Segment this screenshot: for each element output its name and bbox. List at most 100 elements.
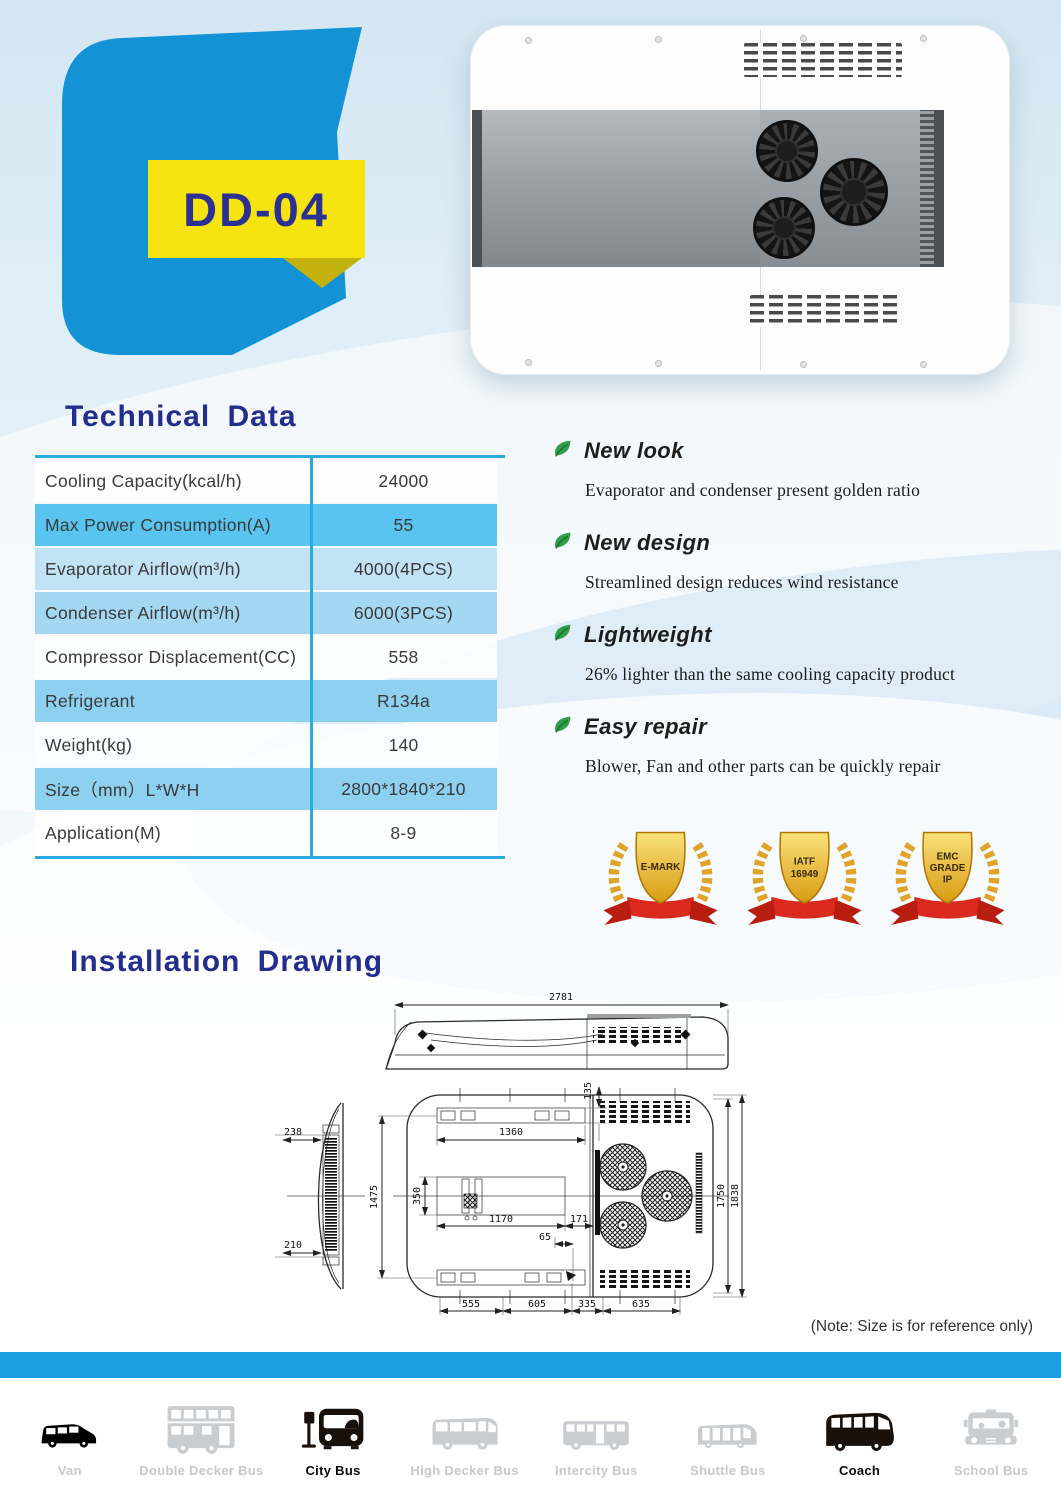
dim-335: 335 (578, 1299, 596, 1310)
ribbon-tail (890, 899, 919, 925)
screw (655, 36, 662, 43)
vehicle-city-bus: City Bus (267, 1392, 399, 1478)
dim-171: 171 (570, 1214, 588, 1225)
laurel-wreath (608, 842, 629, 908)
table-row: Cooling Capacity(kcal/h) 24000 (35, 460, 497, 502)
table-column-divider (310, 458, 313, 856)
coach-icon (825, 1412, 894, 1452)
feature-item: Lightweight 26% lighter than the same co… (552, 622, 1057, 685)
certification-badge-emark: E-MARK (603, 831, 718, 925)
spec-value: 55 (393, 514, 414, 535)
spec-label: Refrigerant (45, 690, 135, 711)
vehicle-school-bus: School Bus (925, 1392, 1057, 1478)
certification-badges: E-MARK IATF 16949 EMC GRADE IP (598, 818, 1010, 930)
vehicle-high-decker-bus: High Decker Bus (399, 1392, 531, 1478)
dim-555: 555 (462, 1299, 480, 1310)
unit-condenser-coil (920, 110, 934, 267)
vehicle-label: School Bus (953, 1463, 1029, 1478)
screw (920, 35, 927, 42)
feature-description: Streamlined design reduces wind resistan… (585, 572, 899, 592)
shuttle-bus-icon (697, 1424, 757, 1449)
badge-label: IP (943, 874, 953, 885)
feature-list: New look Evaporator and condenser presen… (552, 438, 1057, 806)
condenser-fan (820, 158, 888, 226)
badge-label: E-MARK (641, 862, 681, 873)
size-note: (Note: Size is for reference only) (810, 1318, 1033, 1335)
dim-210: 210 (284, 1240, 302, 1251)
school-bus-icon (964, 1409, 1019, 1445)
table-row: Refrigerant R134a (35, 680, 497, 722)
spec-value: R134a (376, 690, 431, 711)
ribbon-tail (689, 899, 718, 925)
ribbon (627, 896, 694, 919)
spec-label: Size（mm）L*W*H (45, 779, 200, 800)
dim-1750: 1750 (716, 1184, 727, 1208)
feature-item: New design Streamlined design reduces wi… (552, 530, 1057, 593)
feature-item: Easy repair Blower, Fan and other parts … (552, 714, 1057, 777)
unit-end-cap (934, 110, 944, 267)
shield (778, 831, 830, 904)
vehicle-shuttle-bus: Shuttle Bus (662, 1392, 794, 1478)
feature-title: New design (584, 530, 711, 555)
ribbon-tail (746, 899, 775, 925)
dim-605: 605 (528, 1299, 546, 1310)
certification-badge-emc: EMC GRADE IP (890, 831, 1005, 925)
leaf-icon (552, 714, 573, 740)
feature-item: New look Evaporator and condenser presen… (552, 438, 1057, 501)
screw (655, 360, 662, 367)
model-banner: DD-04 (55, 25, 375, 370)
feature-title: Easy repair (584, 714, 708, 739)
ribbon-tail (976, 899, 1005, 925)
leaf-icon (552, 622, 573, 648)
laurel-wreath (752, 842, 773, 908)
intercity-bus-icon (563, 1421, 630, 1450)
spec-value: 8-9 (390, 822, 417, 843)
leaf-icon (552, 530, 573, 556)
dim-65: 65 (539, 1232, 551, 1243)
van-icon (41, 1424, 96, 1448)
leaf-icon (552, 438, 573, 464)
shield (922, 831, 973, 904)
spec-label: Cooling Capacity(kcal/h) (45, 470, 242, 491)
elevation-view: 2781 (385, 992, 729, 1070)
laurel-wreath (692, 842, 713, 908)
spec-label: Compressor Displacement(CC) (45, 646, 297, 667)
screw (800, 361, 807, 368)
feature-description: Evaporator and condenser present golden … (585, 480, 921, 500)
model-banner-shape: DD-04 (62, 27, 365, 355)
spec-value: 6000(3PCS) (353, 602, 454, 623)
badge-label: 16949 (790, 869, 818, 880)
table-row: Condenser Airflow(m³/h) 6000(3PCS) (35, 592, 497, 634)
double-decker-bus-icon (167, 1406, 235, 1454)
air-vent-grille (744, 43, 902, 77)
unit-evaporator-panel (482, 110, 760, 267)
spec-label: Application(M) (45, 822, 162, 843)
table-row: Weight(kg) 140 (35, 724, 497, 766)
vehicle-label: Shuttle Bus (690, 1463, 766, 1478)
shield (635, 831, 686, 904)
installation-drawing-title: Installation Drawing (70, 945, 384, 978)
ribbon-tail (833, 899, 862, 925)
product-image (470, 25, 1010, 375)
vehicle-label: Coach (838, 1463, 881, 1478)
model-name: DD-04 (183, 183, 329, 236)
screw (920, 361, 927, 368)
dim-1360: 1360 (499, 1127, 523, 1138)
air-vent-grille (750, 295, 900, 327)
mount-marks (454, 1088, 681, 1304)
spec-value: 2800*1840*210 (341, 778, 466, 799)
table-top-border (35, 455, 505, 458)
screw (525, 359, 532, 366)
profile-view: 238 210 (275, 1102, 365, 1290)
spec-label: Condenser Airflow(m³/h) (45, 602, 241, 623)
spec-value: 558 (388, 646, 419, 667)
feature-title: Lightweight (584, 622, 712, 647)
vehicle-van: Van (4, 1392, 136, 1478)
laurel-wreath (835, 842, 856, 908)
vehicle-applicability-row: Van Double Decker Bus City Bus (0, 1392, 1061, 1478)
vehicle-label: Van (57, 1463, 82, 1478)
table-row: Evaporator Airflow(m³/h) 4000(4PCS) (35, 548, 497, 590)
plan-view: 135 1360 1475 350 1170 171 (369, 1082, 747, 1315)
vehicle-label: High Decker Bus (410, 1463, 519, 1478)
